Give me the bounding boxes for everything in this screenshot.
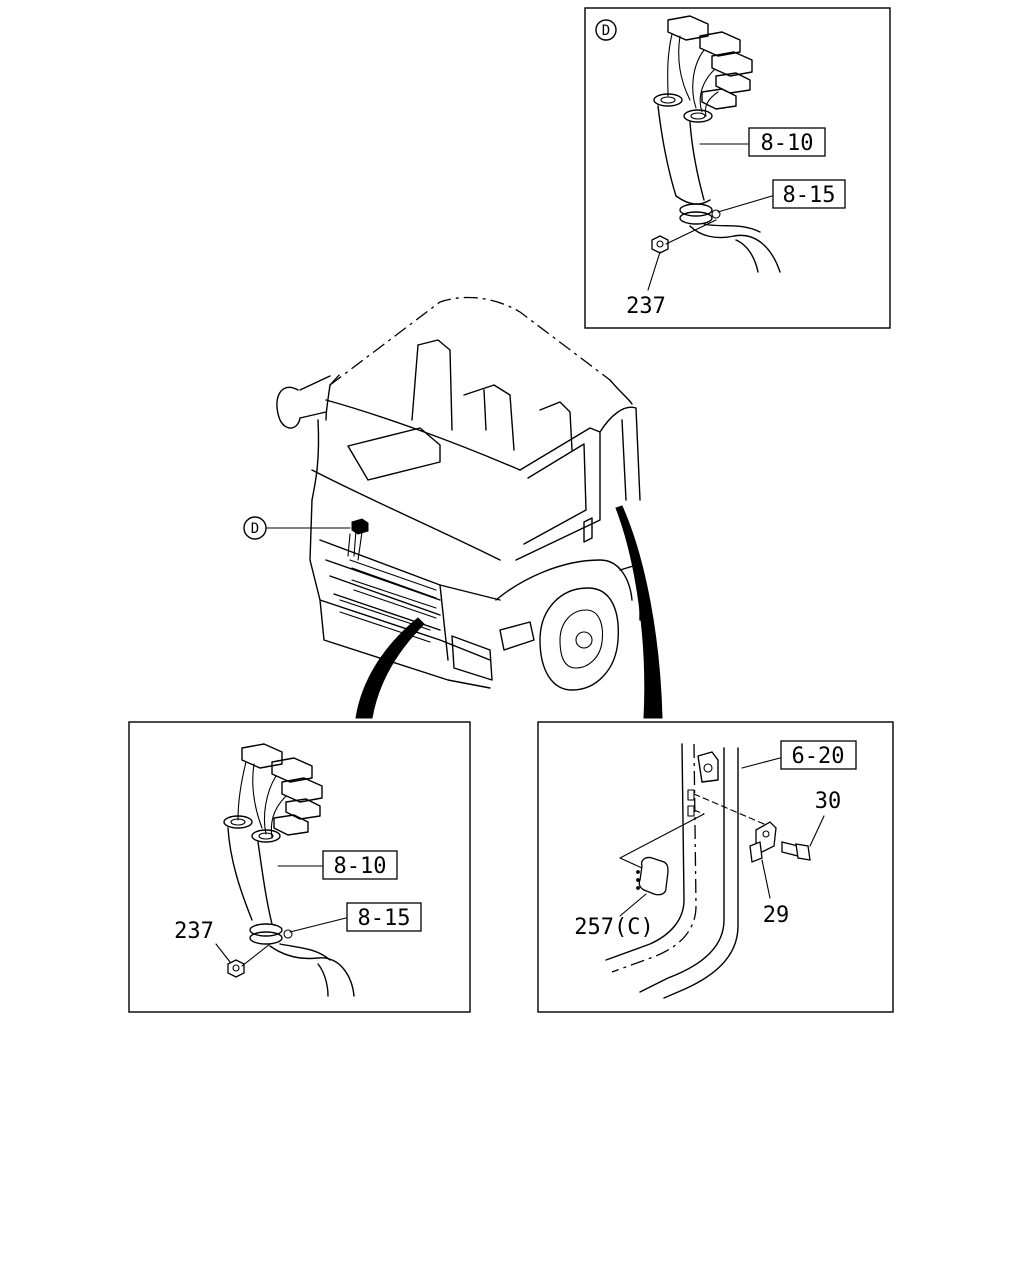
ref-8-10-top-label: 8-10 bbox=[761, 131, 814, 156]
pad-257c bbox=[636, 856, 669, 896]
connector-bundle-top bbox=[653, 15, 753, 123]
part-237-left-label: 237 bbox=[174, 919, 214, 944]
nut-237-left bbox=[227, 959, 245, 978]
ref-8-15-top-label: 8-15 bbox=[783, 183, 836, 208]
ref-6-20-label: 6-20 bbox=[792, 744, 845, 769]
bracket-29 bbox=[749, 821, 777, 863]
detail-panel-front: 8-10 8-15 237 bbox=[128, 721, 471, 1013]
ref-8-15-left: 8-15 bbox=[346, 902, 422, 932]
bolt-30 bbox=[781, 841, 811, 861]
nut-237-top bbox=[651, 235, 669, 254]
view-marker-d-label: D bbox=[602, 23, 610, 39]
part-237-top-label: 237 bbox=[626, 294, 666, 319]
connector-bundle-left bbox=[223, 743, 323, 843]
harness-tube-top bbox=[657, 105, 781, 273]
ref-8-10-top: 8-10 bbox=[748, 127, 826, 157]
truck-cab-illustration: D bbox=[243, 296, 663, 719]
ref-6-20: 6-20 bbox=[780, 740, 857, 770]
part-30-label: 30 bbox=[815, 789, 842, 814]
view-marker-d-truck: D bbox=[243, 516, 267, 540]
part-257c-label: 257(C) bbox=[574, 915, 653, 940]
ref-8-10-left: 8-10 bbox=[322, 850, 398, 880]
detail-panel-d: D bbox=[584, 7, 891, 329]
ref-8-10-left-label: 8-10 bbox=[334, 854, 387, 879]
detail-panel-door: 6-20 30 29 257(C) bbox=[537, 721, 894, 1013]
part-29-label: 29 bbox=[763, 903, 790, 928]
ref-8-15-top: 8-15 bbox=[772, 179, 846, 209]
view-marker-d: D bbox=[595, 19, 617, 41]
view-marker-d-truck-label: D bbox=[251, 521, 259, 537]
harness-tube-left bbox=[227, 827, 355, 997]
ref-8-15-left-label: 8-15 bbox=[358, 906, 411, 931]
